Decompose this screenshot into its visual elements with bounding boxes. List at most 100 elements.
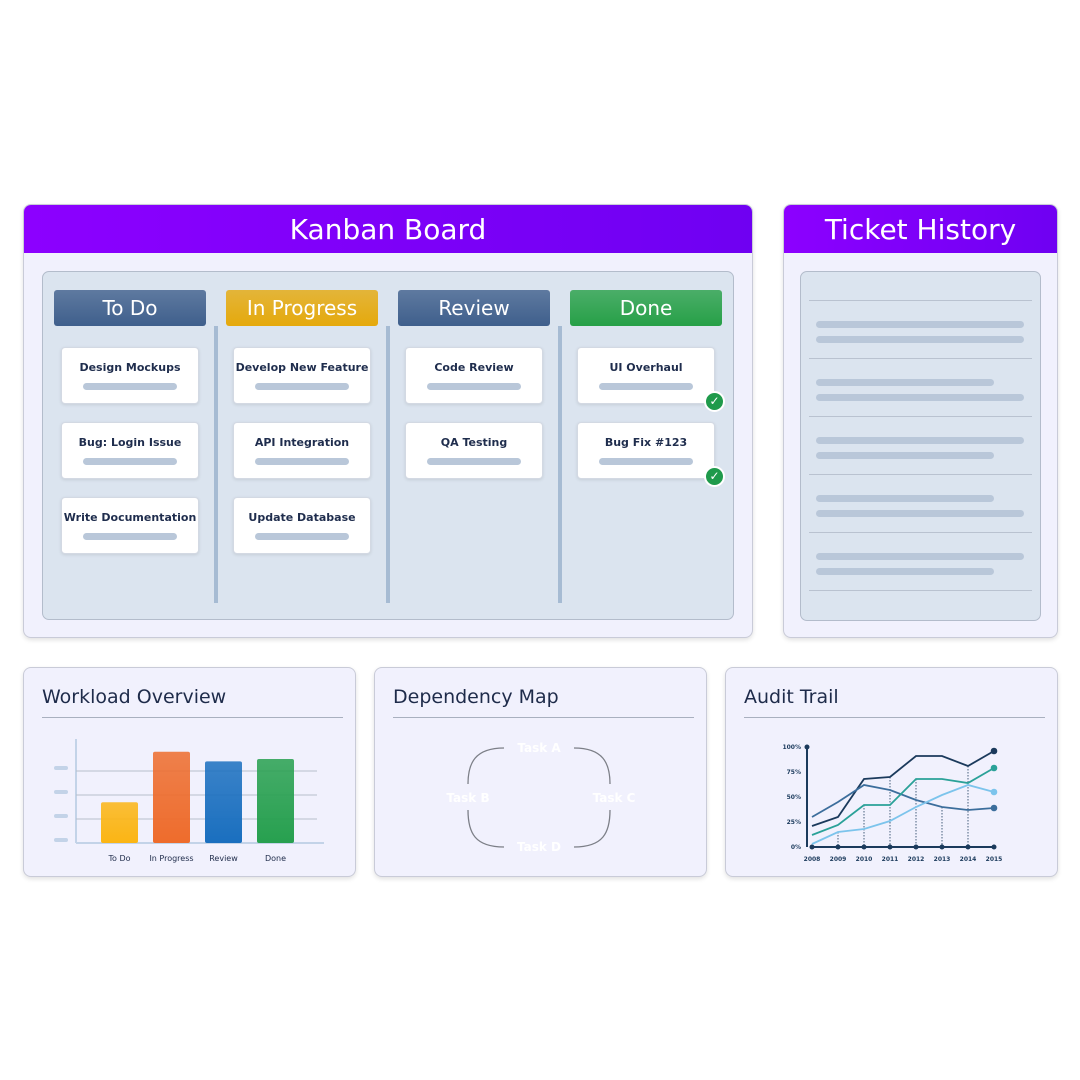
history-entry-placeholder — [816, 394, 1024, 401]
task-c-node[interactable]: Task C — [592, 790, 636, 805]
x-tick-dot — [809, 844, 815, 850]
y-tick-label: 0% — [791, 844, 801, 851]
task-title: Bug: Login Issue — [78, 436, 182, 449]
x-tick-label: 2009 — [830, 856, 847, 863]
bar-to-do — [101, 802, 138, 843]
kanban-title: Kanban Board — [24, 205, 752, 253]
task-card[interactable]: Code Review — [405, 347, 543, 404]
divider — [809, 474, 1032, 475]
history-entry-placeholder — [816, 336, 1024, 343]
column-header-review[interactable]: Review — [398, 290, 550, 326]
placeholder-bar — [255, 533, 349, 540]
x-tick-label: Done — [265, 854, 286, 863]
axis-dot — [804, 744, 810, 750]
y-tick-label: 25% — [787, 819, 801, 826]
task-title: Write Documentation — [63, 511, 197, 524]
task-card[interactable]: Bug Fix #123 — [577, 422, 715, 479]
task-a-node[interactable]: Task A — [517, 740, 561, 755]
x-tick-label: 2010 — [856, 856, 873, 863]
x-tick-dot — [965, 844, 971, 850]
x-tick-label: Review — [209, 854, 238, 863]
divider — [809, 300, 1032, 301]
task-card[interactable]: Develop New Feature — [233, 347, 371, 404]
divider — [393, 717, 694, 718]
task-title: Develop New Feature — [235, 361, 369, 374]
series-end-point — [990, 764, 998, 772]
task-card[interactable]: UI Overhaul — [577, 347, 715, 404]
column-divider — [558, 326, 562, 603]
column-header-done[interactable]: Done — [570, 290, 722, 326]
x-tick-label: 2011 — [882, 856, 899, 863]
y-tick-label: 75% — [787, 769, 801, 776]
workload-title: Workload Overview — [42, 686, 227, 708]
x-tick-label: 2014 — [960, 856, 977, 863]
ticket-history-title: Ticket History — [784, 205, 1057, 253]
x-tick-label: 2015 — [986, 856, 1003, 863]
series-line-3 — [811, 767, 995, 836]
series-end-point — [990, 788, 998, 796]
y-tick-placeholder — [54, 814, 68, 818]
x-tick-label: 2008 — [804, 856, 821, 863]
task-title: Update Database — [248, 511, 356, 524]
divider — [744, 717, 1045, 718]
ticket-history-list — [800, 271, 1041, 621]
task-card[interactable]: Design Mockups — [61, 347, 199, 404]
column-header-in-progress[interactable]: In Progress — [226, 290, 378, 326]
check-circle-icon: ✓ — [704, 391, 725, 412]
x-tick-label: 2012 — [908, 856, 925, 863]
check-circle-icon: ✓ — [704, 466, 725, 487]
task-title: Code Review — [434, 361, 514, 374]
placeholder-bar — [255, 383, 349, 390]
y-tick-placeholder — [54, 838, 68, 842]
placeholder-bar — [83, 533, 177, 540]
series-line-4 — [811, 784, 995, 845]
task-card[interactable]: API Integration — [233, 422, 371, 479]
placeholder-bar — [255, 458, 349, 465]
dependency-title: Dependency Map — [393, 686, 559, 708]
dependency-connectors — [467, 747, 611, 848]
history-entry-placeholder — [816, 510, 1024, 517]
audit-title: Audit Trail — [744, 686, 839, 708]
x-tick-label: To Do — [107, 854, 130, 863]
column-header-to-do[interactable]: To Do — [54, 290, 206, 326]
y-tick-label: 50% — [787, 794, 801, 801]
y-tick-placeholder — [54, 766, 68, 770]
placeholder-bar — [427, 383, 521, 390]
task-card[interactable]: QA Testing — [405, 422, 543, 479]
task-card[interactable]: Update Database — [233, 497, 371, 554]
column-divider — [386, 326, 390, 603]
series-line-2 — [811, 784, 995, 818]
placeholder-bar — [83, 383, 177, 390]
history-entry-placeholder — [816, 553, 1024, 560]
task-title: QA Testing — [440, 436, 508, 449]
bar-in-progress — [153, 751, 190, 843]
history-entry-placeholder — [816, 321, 1024, 328]
task-card[interactable]: Write Documentation — [61, 497, 199, 554]
task-d-node[interactable]: Task D — [517, 839, 561, 854]
column-divider — [214, 326, 218, 603]
divider — [809, 532, 1032, 533]
x-tick-dot — [991, 844, 997, 850]
task-title: Bug Fix #123 — [604, 436, 688, 449]
y-tick-placeholder — [54, 790, 68, 794]
bar-review — [205, 761, 242, 843]
task-b-node[interactable]: Task B — [446, 790, 490, 805]
history-entry-placeholder — [816, 437, 1024, 444]
placeholder-bar — [427, 458, 521, 465]
history-entry-placeholder — [816, 379, 994, 386]
placeholder-bar — [83, 458, 177, 465]
task-card[interactable]: Bug: Login Issue — [61, 422, 199, 479]
x-tick-dot — [913, 844, 919, 850]
history-entry-placeholder — [816, 568, 994, 575]
series-end-point — [990, 804, 998, 812]
ticket-history-panel: Ticket History — [783, 204, 1058, 638]
history-entry-placeholder — [816, 495, 994, 502]
divider — [809, 590, 1032, 591]
task-title: Design Mockups — [79, 361, 181, 374]
dependency-panel: Dependency Map Task A Task B Task C Task… — [374, 667, 707, 877]
divider — [42, 717, 343, 718]
